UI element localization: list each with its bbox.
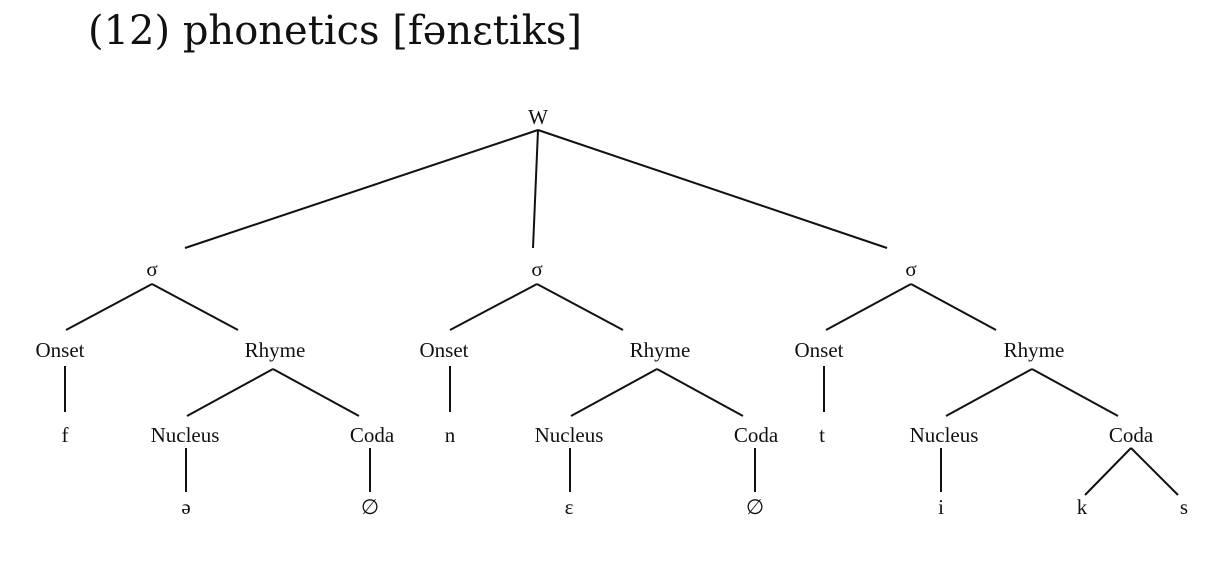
coda-node: Coda [1109, 423, 1154, 447]
syllable-1: σ Onset Rhyme f Nucleus Coda ə ∅ [36, 257, 395, 519]
branch [910, 283, 997, 331]
syllable-node: σ [531, 257, 542, 281]
branch-w-s2 [532, 129, 539, 249]
branch [825, 283, 912, 331]
onset-segment: t [819, 423, 825, 447]
coda-node: Coda [350, 423, 395, 447]
word-node: W [528, 105, 548, 129]
branch [272, 368, 360, 417]
branch [449, 283, 538, 331]
nucleus-segment: i [938, 495, 944, 519]
nucleus-node: Nucleus [535, 423, 604, 447]
branch [151, 283, 239, 331]
nucleus-node: Nucleus [151, 423, 220, 447]
onset-node: Onset [420, 338, 469, 362]
onset-node: Onset [36, 338, 85, 362]
nucleus-segment: ə [181, 495, 190, 519]
onset-segment: n [445, 423, 456, 447]
onset-node: Onset [795, 338, 844, 362]
branch [570, 368, 658, 417]
rhyme-node: Rhyme [245, 338, 306, 362]
branch-w-s3 [537, 129, 888, 249]
syllable-3: σ Onset Rhyme t Nucleus Coda i k s [795, 257, 1189, 519]
branch [536, 283, 624, 331]
onset-segment: f [62, 423, 69, 447]
example-number: (12) [88, 8, 171, 54]
example-title: (12) phonetics [fənεtiks] [88, 8, 582, 54]
example-word: phonetics [182, 8, 380, 54]
branch [186, 368, 274, 417]
branch [945, 368, 1033, 417]
coda-segment: ∅ [746, 495, 764, 519]
coda-node: Coda [734, 423, 779, 447]
nucleus-segment: ε [565, 495, 574, 519]
branch [1130, 447, 1179, 496]
rhyme-node: Rhyme [630, 338, 691, 362]
branch-w-s1 [184, 129, 539, 249]
coda-segment: ∅ [361, 495, 379, 519]
coda-segment: s [1180, 495, 1188, 519]
branch [65, 283, 153, 331]
syllable-node: σ [146, 257, 157, 281]
rhyme-node: Rhyme [1004, 338, 1065, 362]
example-transcription: [fənεtiks] [392, 8, 583, 54]
branch [1031, 368, 1119, 417]
syllable-2: σ Onset Rhyme n Nucleus Coda ε ∅ [420, 257, 779, 519]
branch [656, 368, 744, 417]
coda-segment: k [1077, 495, 1088, 519]
nucleus-node: Nucleus [910, 423, 979, 447]
branch [1084, 447, 1132, 496]
syllable-node: σ [905, 257, 916, 281]
